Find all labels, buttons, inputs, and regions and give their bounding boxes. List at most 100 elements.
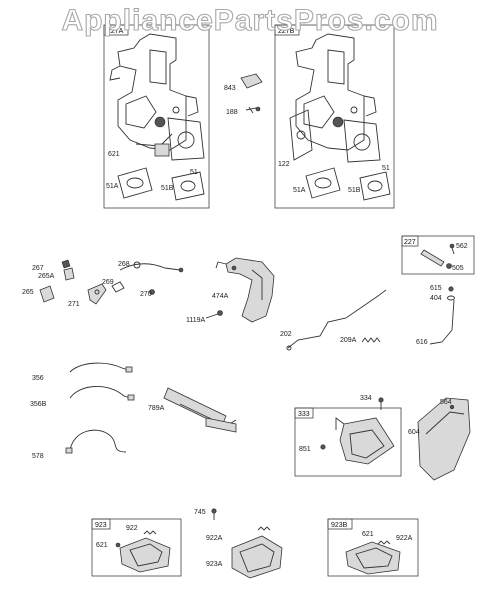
- governor-bracket-group-227a: 227A 621 51A 51B 51: [103, 24, 210, 209]
- label-615: 615: [430, 285, 442, 292]
- label-269: 269: [102, 279, 114, 286]
- lever-part: [420, 249, 445, 267]
- box-227b-tag: [274, 24, 300, 36]
- label-51a-a: 51A: [106, 183, 119, 190]
- label-271: 271: [68, 301, 80, 308]
- label-922a-a: 922A: [206, 535, 223, 542]
- label-922a-b: 922A: [396, 535, 413, 542]
- box-333-label: 333: [298, 411, 310, 418]
- label-621-b: 621: [96, 542, 108, 549]
- screw-1119a: 1119A: [186, 310, 223, 324]
- label-564: 564: [440, 399, 452, 406]
- governor-box-923b: 923B 621 922A: [327, 518, 419, 577]
- label-265: 265: [22, 289, 34, 296]
- label-267: 267: [32, 265, 44, 272]
- label-51-b: 51: [382, 165, 390, 172]
- box-923b-frame: [327, 518, 419, 577]
- screw-745: 745: [194, 508, 217, 520]
- gasket-51-b: [343, 119, 381, 163]
- label-334: 334: [360, 395, 372, 402]
- part-267-265a: 267 265A: [32, 259, 75, 281]
- label-51a-b: 51A: [293, 187, 306, 194]
- wire-356: 356: [32, 362, 133, 382]
- box-227a-tag: [103, 24, 129, 36]
- label-270: 270: [140, 291, 152, 298]
- wire-578: 578: [32, 429, 127, 460]
- label-474a: 474A: [212, 293, 229, 300]
- label-356: 356: [32, 375, 44, 382]
- spring-209a: 209A: [340, 337, 381, 344]
- label-621-c: 621: [362, 531, 374, 538]
- label-356b: 356B: [30, 401, 47, 408]
- label-122: 122: [278, 161, 290, 168]
- box-227b-frame: [274, 24, 395, 209]
- part-270: 270: [140, 289, 155, 298]
- label-51-a: 51: [190, 169, 198, 176]
- label-604: 604: [408, 429, 420, 436]
- box-333-tag: [294, 407, 314, 419]
- label-202: 202: [280, 331, 292, 338]
- label-789a: 789A: [148, 405, 165, 412]
- governor-box-333: 333 851: [294, 407, 402, 477]
- screw-334: 334: [360, 395, 384, 410]
- label-1119a: 1119A: [186, 317, 206, 324]
- control-bracket-b: [295, 33, 377, 151]
- gasket-51b-a: [171, 171, 205, 201]
- governor-link-202: 202: [280, 289, 387, 351]
- part-269: 269: [102, 279, 125, 293]
- control-bracket-a: [109, 33, 199, 151]
- box-227-label: 227: [404, 239, 416, 246]
- box-227a-frame: [103, 24, 210, 209]
- gasket-122: [289, 109, 313, 161]
- label-922-a: 922: [126, 525, 138, 532]
- label-268: 268: [118, 261, 130, 268]
- box-923b-tag: [327, 518, 353, 530]
- part-615-404-616: 615 404 616: [416, 285, 455, 346]
- watermark-text: AppliancePartsPros.com: [61, 4, 438, 37]
- label-616: 616: [416, 339, 428, 346]
- label-851: 851: [299, 446, 311, 453]
- box-923-frame: [91, 518, 182, 577]
- label-209a: 209A: [340, 337, 357, 344]
- box-923-tag: [91, 518, 111, 530]
- label-621-a: 621: [108, 151, 120, 158]
- plate-621-a: [154, 143, 170, 157]
- label-562: 562: [456, 243, 468, 250]
- ignition-armature-474a: 474A: [212, 257, 275, 323]
- governor-box-923: 923 922 621: [91, 518, 182, 577]
- label-578: 578: [32, 453, 44, 460]
- gasket-51a-b: [305, 167, 341, 199]
- part-268-spring-link: 268: [118, 261, 184, 273]
- gasket-51a-a: [117, 167, 153, 199]
- label-843: 843: [224, 85, 236, 92]
- box-333-frame: [294, 407, 402, 477]
- box-227b-label: 227B: [278, 28, 295, 35]
- part-265: 265: [22, 285, 55, 303]
- box-923-label: 923: [95, 522, 107, 529]
- label-51b-b: 51B: [348, 187, 361, 194]
- gasket-51b-b: [359, 171, 391, 201]
- governor-part-923a: 922A 923A: [206, 526, 283, 579]
- label-404: 404: [430, 295, 442, 302]
- governor-lever-box-227: 227 562 505: [401, 235, 475, 275]
- box-227-tag: [401, 235, 419, 247]
- wire-356b: 356B: [30, 386, 135, 408]
- box-227-frame: [401, 235, 475, 275]
- part-843: 843: [224, 73, 263, 92]
- governor-bracket-group-227b: 227B 122 51 51A 51B: [274, 24, 395, 209]
- label-745: 745: [194, 509, 206, 516]
- gasket-51-a: [167, 117, 205, 161]
- box-227a-label: 227A: [107, 28, 124, 35]
- label-505: 505: [452, 265, 464, 272]
- shield-604: 564 604: [408, 397, 471, 481]
- label-188: 188: [226, 109, 238, 116]
- part-271-lever: 271: [68, 283, 107, 308]
- box-923b-label: 923B: [331, 522, 348, 529]
- part-789a: 789A: [148, 387, 237, 433]
- label-923a: 923A: [206, 561, 223, 568]
- part-188-screw: 188: [226, 106, 261, 116]
- label-265a: 265A: [38, 273, 55, 280]
- label-51b-a: 51B: [161, 185, 174, 192]
